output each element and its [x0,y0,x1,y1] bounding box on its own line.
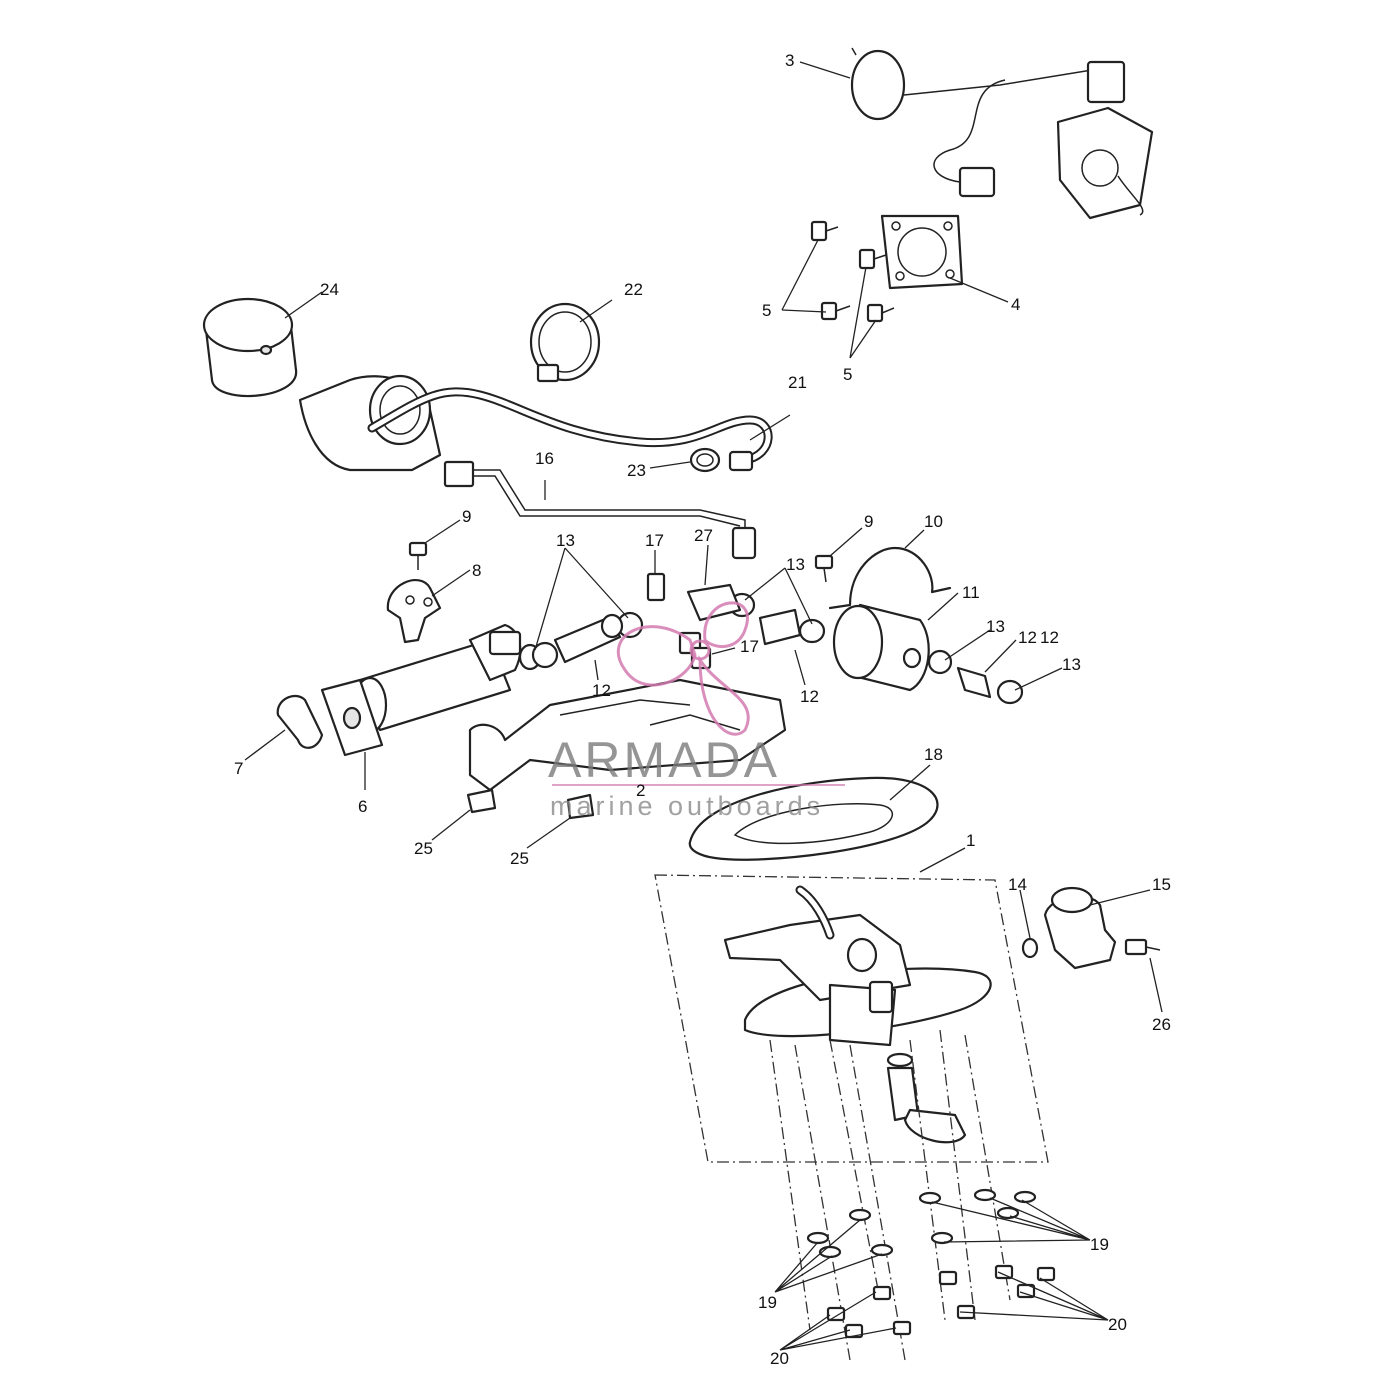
part-filter-strap [828,546,952,610]
callout-4: 4 [1011,295,1020,314]
part-hose-clamp-small [689,447,721,473]
callout-9: 9 [864,512,873,531]
callout-25: 25 [510,849,529,868]
callout-3: 3 [785,51,794,70]
part-pump-wire-harness [443,460,757,560]
callout-21: 21 [788,373,807,392]
callout-20: 20 [770,1349,789,1368]
part-vent-hose [367,387,773,472]
callout-22: 22 [624,280,643,299]
callout-5: 5 [843,365,852,384]
part-fuel-pump [352,623,522,734]
callout-13: 13 [556,531,575,550]
part-sender-bolts [810,220,895,323]
callout-12: 12 [1040,628,1059,647]
callout-17: 17 [645,531,664,550]
callout-leaders [244,61,1163,1351]
part-fuel-filter [832,603,930,692]
part-screws [408,541,834,583]
part-hose-clips [466,788,595,820]
callout-12: 12 [1018,628,1037,647]
callout-13: 13 [986,617,1005,636]
part-pressure-regulator [1021,886,1161,970]
armada-watermark: ARMADA marine outboards [548,601,845,821]
callout-25: 25 [414,839,433,858]
callout-13: 13 [1062,655,1081,674]
armada-propeller-logo [616,601,750,736]
part-hose-clamp-large [529,302,601,383]
watermark-tagline: marine outboards [550,791,824,821]
callout-27: 27 [694,526,713,545]
callout-19: 19 [758,1293,777,1312]
part-hoses-and-clamps [518,592,1024,705]
part-fuel-level-sender [850,47,1154,220]
callout-2: 2 [636,781,645,800]
callout-6: 6 [358,797,367,816]
callout-24: 24 [320,280,339,299]
callout-11: 11 [962,583,980,602]
callout-1: 1 [966,831,975,850]
callout-26: 26 [1152,1015,1171,1034]
callout-23: 23 [627,461,646,480]
part-filler-neck [298,374,442,472]
part-sender-gasket [880,214,964,290]
part-pump-module-assembly [654,874,1049,1163]
callout-10: 10 [924,512,943,531]
callout-15: 15 [1152,875,1171,894]
callout-13: 13 [786,555,805,574]
part-pump-bracket [386,578,442,644]
callout-18: 18 [924,745,943,764]
callout-5: 5 [762,301,771,320]
part-pump-filter [320,678,384,757]
callout-19: 19 [1090,1235,1109,1254]
part-pump-clip [276,694,324,749]
part-module-gasket [688,776,939,861]
callout-20: 20 [1108,1315,1127,1334]
callout-12: 12 [592,681,611,700]
callout-12: 12 [800,687,819,706]
callout-8: 8 [472,561,481,580]
callout-17: 17 [740,637,759,656]
callout-labels: 1 2 3 4 5 5 6 7 8 9 9 10 11 12 12 12 12 … [234,51,1171,1368]
callout-14: 14 [1008,875,1027,894]
part-cap [202,297,298,398]
callout-16: 16 [535,449,554,468]
callout-9: 9 [462,507,471,526]
watermark-brand: ARMADA [548,732,780,788]
callout-7: 7 [234,759,243,778]
